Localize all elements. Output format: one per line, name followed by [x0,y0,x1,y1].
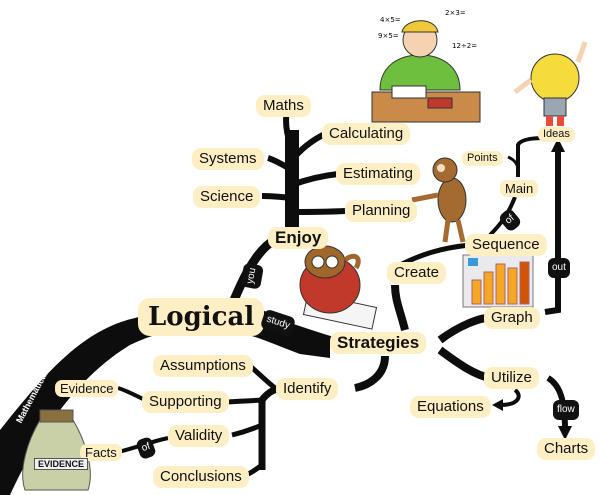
node-conclusions: Conclusions [153,466,249,488]
node-identify: Identify [276,378,339,400]
node-validity: Validity [168,425,230,447]
node-calculating: Calculating [322,123,411,145]
node-systems: Systems [192,148,264,170]
node-ideas: Ideas [538,127,575,142]
node-facts: Facts [80,444,122,461]
lightbulb-character-illustration [513,41,588,126]
connector-out: out [548,258,570,278]
svg-text:9×5=: 9×5= [378,32,399,40]
node-sequence: Sequence [465,234,547,256]
node-science: Science [193,186,261,208]
node-enjoy: Enjoy [268,227,329,249]
connector-flow: flow [553,400,579,420]
main-trunk [0,300,330,495]
svg-text:2×3=: 2×3= [445,9,466,17]
svg-text:4×5=: 4×5= [380,16,401,24]
bar-chart-3d-illustration [462,254,534,308]
node-utilize: Utilize [484,367,539,389]
node-evidence: Evidence [55,380,119,397]
node-graph: Graph [484,307,540,329]
node-create: Create [387,262,447,284]
boy-doing-homework-illustration: 4×5= 9×5= 2×3= 12÷2= [371,9,481,123]
node-equations: Equations [410,396,491,418]
monkey-pointing-illustration [411,157,467,243]
node-assumptions: Assumptions [153,355,253,377]
node-maths: Maths [256,95,311,117]
node-planning: Planning [345,200,418,222]
svg-text:12÷2=: 12÷2= [452,42,477,50]
node-supporting: Supporting [142,391,229,413]
node-points: Points [462,151,503,166]
node-estimating: Estimating [336,163,421,185]
node-strategies: Strategies [330,332,427,354]
evidence-bag-label: EVIDENCE [34,458,89,470]
node-charts: Charts [537,438,596,460]
evidence-bag-illustration [22,409,91,491]
node-main: Main [500,180,539,197]
owl-studying-illustration [299,245,378,330]
node-logical: Logical [138,298,265,336]
